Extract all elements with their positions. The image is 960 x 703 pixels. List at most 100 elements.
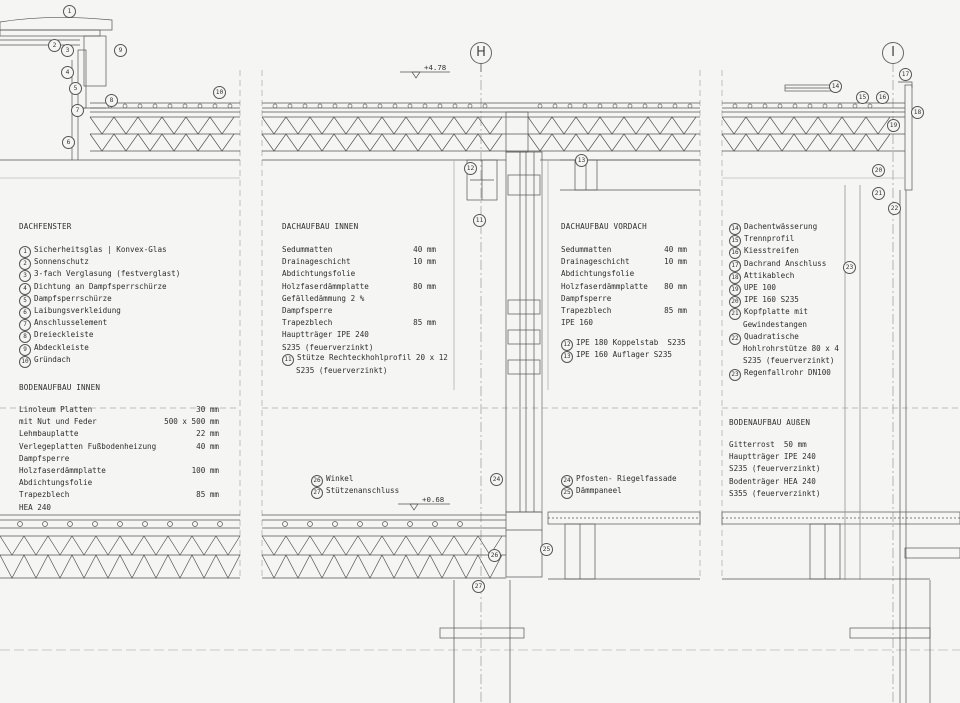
layer-name: Trapezblech xyxy=(282,318,333,328)
layer-thickness: 40 mm xyxy=(413,245,436,254)
dachaufbau-vordach-row: Abdichtungsfolie xyxy=(561,269,687,278)
layer-thickness: 10 mm xyxy=(664,257,687,267)
layer-name: Abdichtungsfolie xyxy=(282,269,356,279)
callout-4: 4 xyxy=(61,66,74,79)
layer-thickness: 30 mm xyxy=(196,405,219,414)
dachaufbau-innen-row: S235 (feuerverzinkt) xyxy=(282,343,436,352)
item-text: Quadratische xyxy=(744,331,799,341)
layer-name: Hauptträger IPE 240 xyxy=(282,330,369,340)
layer-name: Holzfaserdämmplatte xyxy=(19,466,106,475)
layer-name: Gefälledämmung 2 % xyxy=(282,293,365,303)
layer-name: S235 (feuerverzinkt) xyxy=(729,464,821,474)
dachaufbau-innen-row: Gefälledämmung 2 % xyxy=(282,294,436,303)
level-top: +4.78 xyxy=(424,63,447,72)
item-text: Sicherheitsglas | Konvex-Glas xyxy=(34,245,167,254)
item-number-badge: 25 xyxy=(561,487,573,500)
callout-8: 8 xyxy=(105,94,118,107)
item-number-badge: 16 xyxy=(729,247,741,260)
right-item-22-cont: S235 (feuerverzinkt) xyxy=(743,356,835,366)
layer-name: Gitterrost 50 mm xyxy=(729,440,807,449)
layer-name: Trapezblech xyxy=(561,306,612,315)
callout-7: 7 xyxy=(71,104,84,117)
bodenaufbau-innen-row: Dampfsperre xyxy=(19,454,219,463)
layer-name: mit Nut und Feder xyxy=(19,417,97,427)
dachaufbau-vordach-row: IPE 160 xyxy=(561,318,687,327)
item-number-badge: 6 xyxy=(19,307,31,319)
axis-label-i: I xyxy=(882,42,904,64)
item-number-badge: 14 xyxy=(729,223,741,235)
item-text: Gründach xyxy=(34,354,71,364)
dachaufbau-innen-row: Holzfaserdämmplatte 80 mm xyxy=(282,282,436,291)
item-number-badge: 1 xyxy=(19,246,31,258)
item-text: Dichtung an Dampfsperrschürze xyxy=(34,281,167,291)
callout-14: 14 xyxy=(829,80,842,93)
layer-name: Holzfaserdämmplatte xyxy=(561,281,648,291)
item-number-badge: 3 xyxy=(19,270,31,283)
bodenaufbau-aussen-row: Hauptträger IPE 240 xyxy=(729,452,859,461)
item-number-badge: 4 xyxy=(19,282,31,295)
item-text: IPE 160 Auflager S235 xyxy=(576,350,673,360)
item-number-badge: 10 xyxy=(19,355,31,368)
dachaufbau-innen-row: Dampfsperre xyxy=(282,306,436,315)
callout-18: 18 xyxy=(911,106,924,119)
layer-name: Trapezblech xyxy=(19,490,70,500)
callout-20: 20 xyxy=(872,164,885,177)
layer-name: HEA 240 xyxy=(19,502,52,512)
dachfenster-title: DACHFENSTER xyxy=(19,222,72,231)
bodenaufbau-innen-row: HEA 240 xyxy=(19,503,219,512)
item-number-badge: 24 xyxy=(561,475,573,487)
item-text: Winkel xyxy=(326,474,354,483)
item-text: Kopfplatte mit xyxy=(744,307,809,317)
bodenaufbau-aussen-row: Bodenträger HEA 240 xyxy=(729,477,859,486)
item-text: Dämmpaneel xyxy=(576,486,622,496)
bodenaufbau-aussen-row: S235 (feuerverzinkt) xyxy=(729,464,859,473)
layer-name: Sedummatten xyxy=(561,245,612,254)
item-text: Dachentwässerung xyxy=(744,222,818,231)
callout-24: 24 xyxy=(490,473,503,486)
item-number-badge: 8 xyxy=(19,331,31,344)
callout-12: 12 xyxy=(464,162,477,175)
callout-21: 21 xyxy=(872,187,885,200)
bodenaufbau-innen-title: BODENAUFBAU INNEN xyxy=(19,383,101,392)
item-text: Kiesstreifen xyxy=(744,246,799,256)
item-number-badge: 12 xyxy=(561,339,573,351)
item-number-badge: 13 xyxy=(561,351,573,364)
item-text: Abdeckleiste xyxy=(34,342,89,352)
item-number-badge: 5 xyxy=(19,294,31,307)
layer-thickness: 80 mm xyxy=(413,281,436,291)
layer-name: Abdichtungsfolie xyxy=(561,269,635,279)
layer-thickness: 100 mm xyxy=(191,466,219,475)
callout-17: 17 xyxy=(899,68,912,81)
item-text: Regenfallrohr DN100 xyxy=(744,368,831,378)
item-text: Sonnenschutz xyxy=(34,257,89,267)
bodenaufbau-aussen-row: S355 (feuerverzinkt) xyxy=(729,489,859,498)
layer-name: Holzfaserdämmplatte xyxy=(282,281,369,291)
layer-name: Dampfsperre xyxy=(561,293,612,303)
bodenaufbau-innen-row: Holzfaserdämmplatte 100 mm xyxy=(19,466,219,475)
callout-5: 5 xyxy=(69,82,82,95)
callout-19: 19 xyxy=(887,119,900,132)
item-number-badge: 17 xyxy=(729,259,741,272)
item-text: Dreieckleiste xyxy=(34,330,94,340)
item-number-badge: 21 xyxy=(729,308,741,321)
item-text: Trennprofil xyxy=(744,234,795,244)
axis-label-h: H xyxy=(470,42,492,64)
